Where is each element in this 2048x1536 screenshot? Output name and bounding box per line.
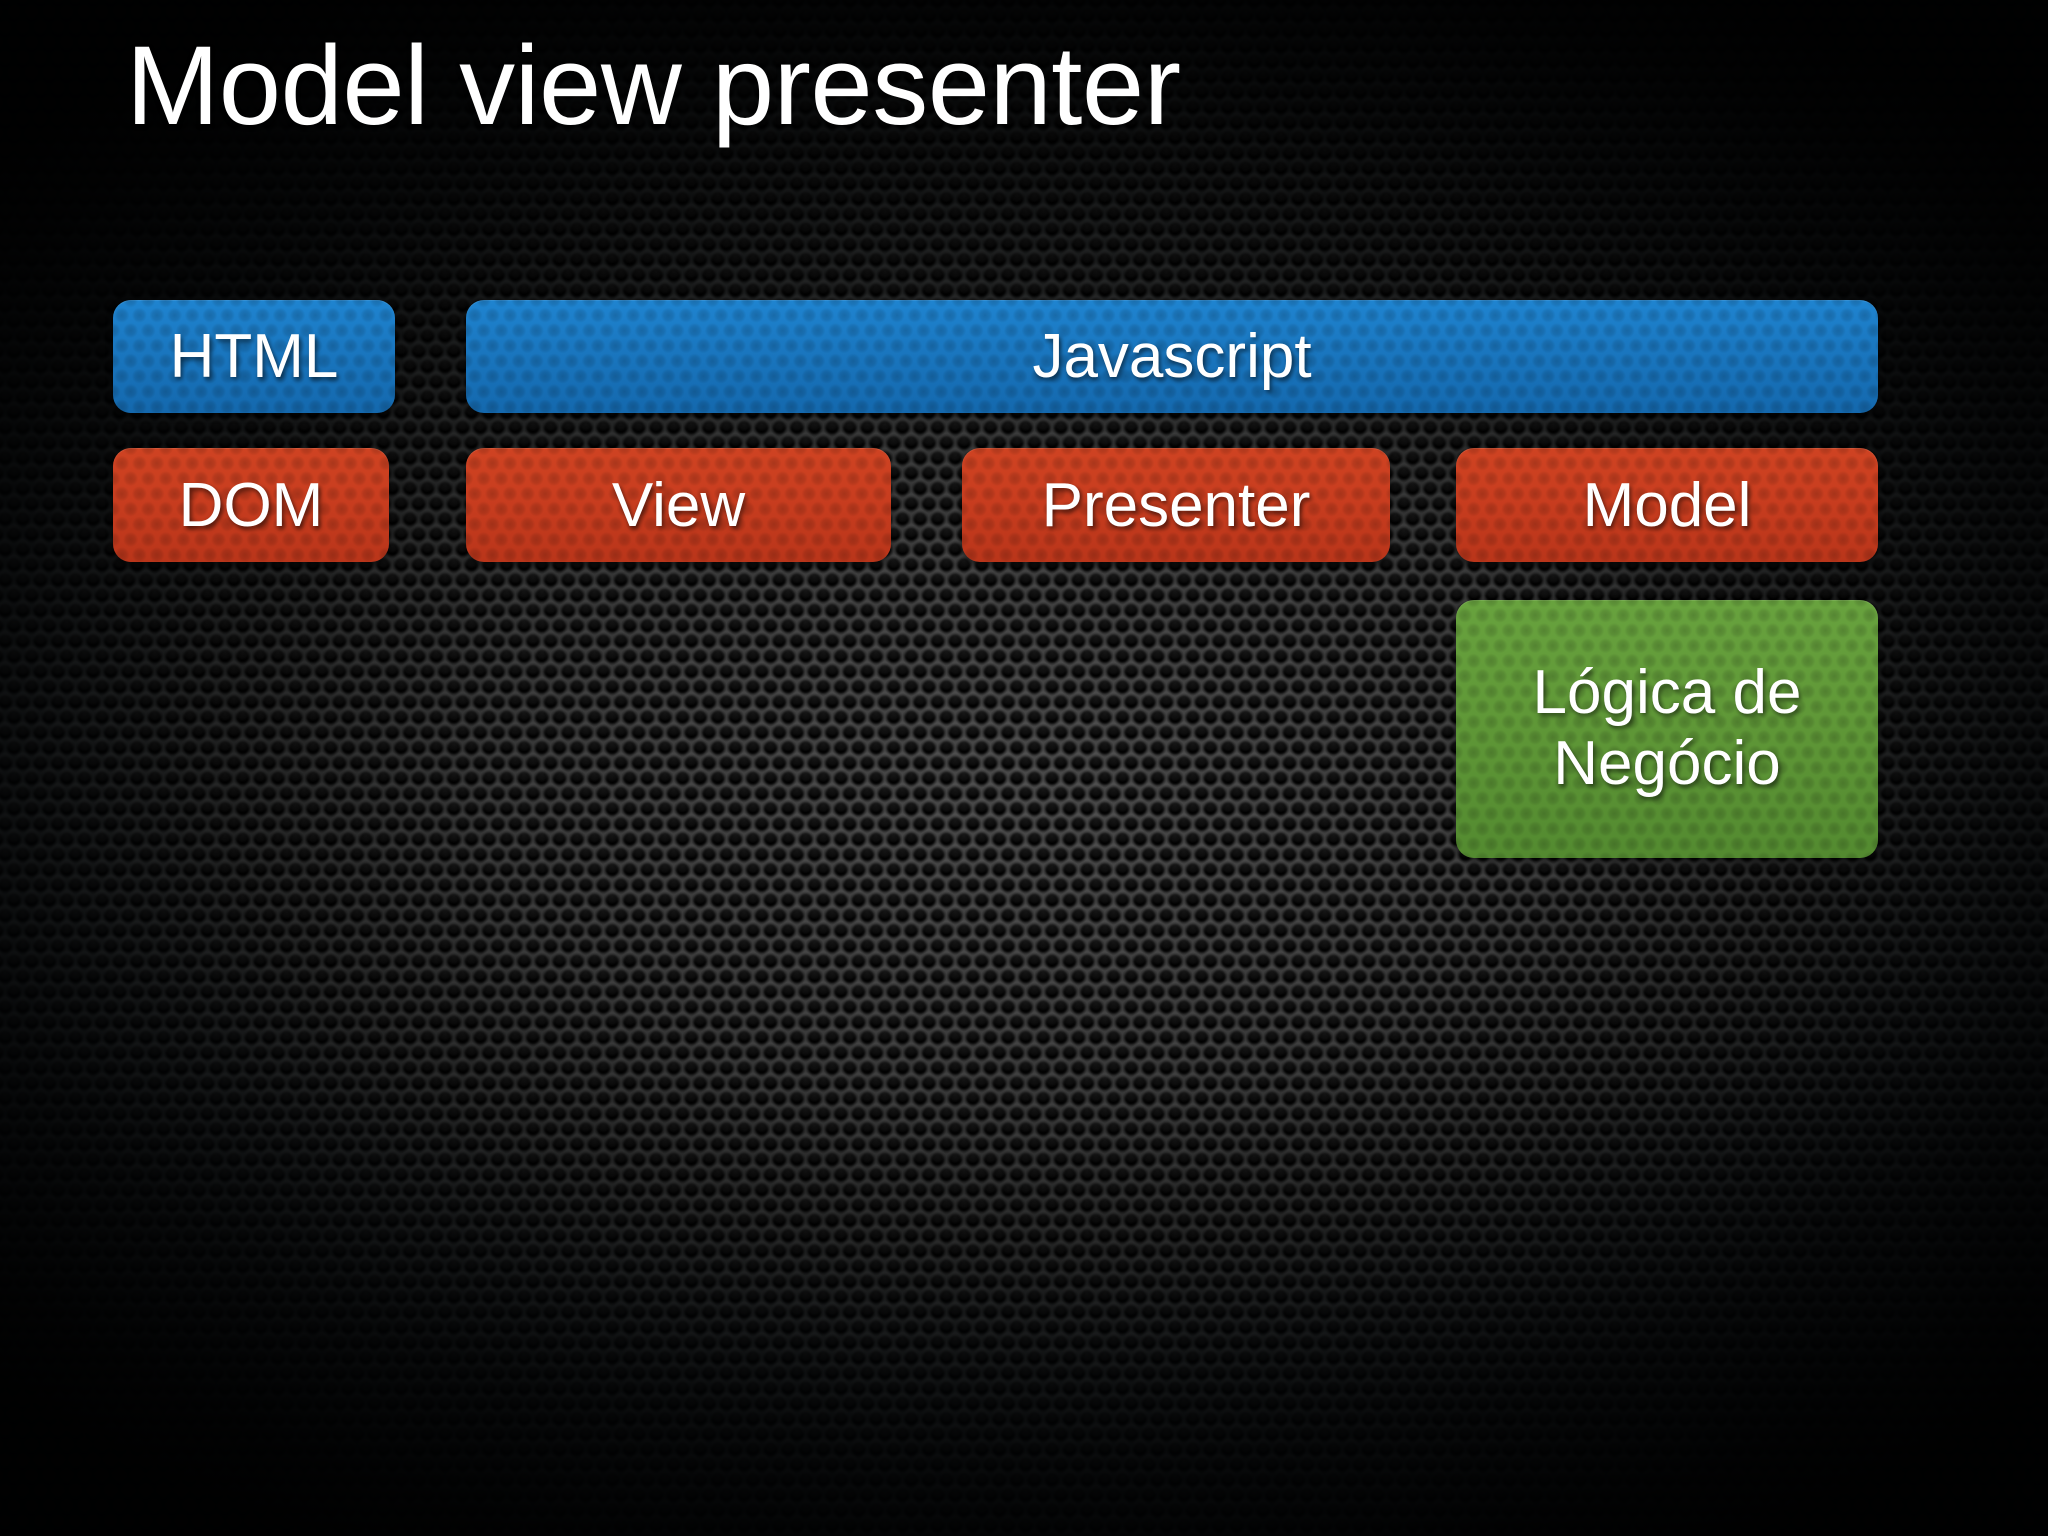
node-view-label: View <box>611 470 746 540</box>
slide-title: Model view presenter <box>126 23 1181 148</box>
node-model-label: Model <box>1582 470 1752 540</box>
node-business-logic-label-line1: Lógica de <box>1532 658 1802 728</box>
node-dom-label: DOM <box>178 470 324 540</box>
node-presenter[interactable]: Presenter <box>962 448 1390 562</box>
node-html-label: HTML <box>169 322 339 391</box>
node-business-logic-label-line2: Negócio <box>1553 729 1781 798</box>
node-presenter-label: Presenter <box>1041 470 1311 540</box>
node-model[interactable]: Model <box>1456 448 1878 562</box>
node-business-logic[interactable]: Lógica de Negócio <box>1456 600 1878 858</box>
node-html[interactable]: HTML <box>113 300 395 413</box>
node-javascript[interactable]: Javascript <box>466 300 1878 413</box>
node-javascript-label: Javascript <box>1032 322 1312 391</box>
node-view[interactable]: View <box>466 448 891 562</box>
node-dom[interactable]: DOM <box>113 448 389 562</box>
node-business-logic-label: Lógica de Negócio <box>1533 658 1802 799</box>
